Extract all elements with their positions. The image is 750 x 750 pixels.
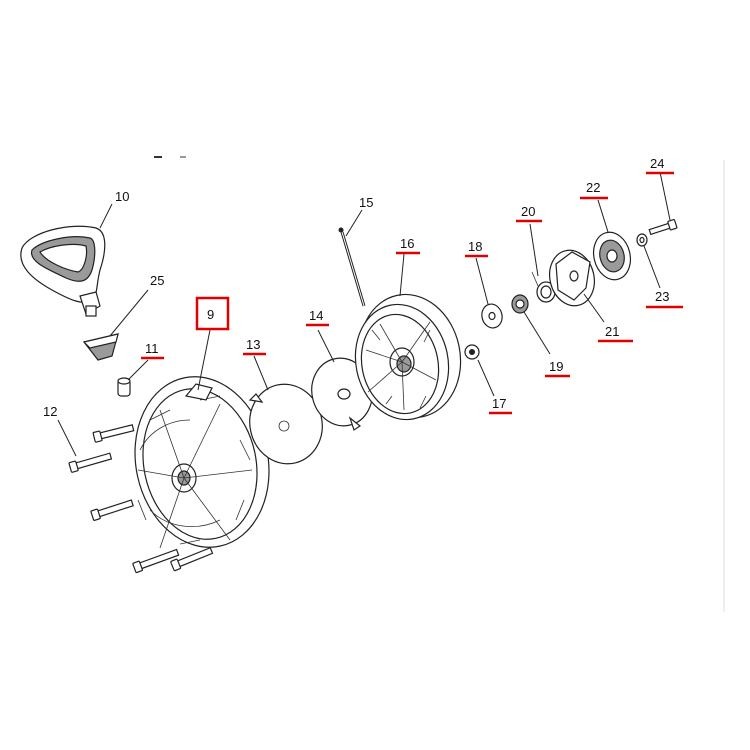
part-spring-clip [464,344,480,360]
label-25: 25 [150,273,164,288]
part-handle [20,225,106,317]
part-housing [134,376,270,549]
part-washer-23 [636,233,648,247]
label-21: 21 [605,324,619,339]
label-17: 17 [492,396,506,411]
label-12: 12 [43,404,57,419]
label-18: 18 [468,239,482,254]
label-16: 16 [400,236,414,251]
label-23: 23 [655,289,669,304]
label-24: 24 [650,156,664,171]
part-bolts [68,424,214,574]
label-20: 20 [521,204,535,219]
label-19: 19 [549,359,563,374]
part-wedge [82,333,119,361]
label-15: 15 [359,195,373,210]
part-washer-18 [481,303,503,329]
part-cap [592,231,632,281]
part-bushing [117,377,131,397]
part-pawl-plate [549,249,595,307]
highlight-box-9 [195,296,230,331]
label-22: 22 [586,180,600,195]
label-13: 13 [246,337,260,352]
red-underlines [141,171,683,415]
part-nut [511,294,529,314]
label-11: 11 [145,341,159,356]
label-10: 10 [115,189,129,204]
label-14: 14 [309,308,323,323]
label-9: 9 [207,307,214,322]
part-pulley [354,293,462,421]
part-screw [648,219,678,236]
part-rod [338,227,366,307]
